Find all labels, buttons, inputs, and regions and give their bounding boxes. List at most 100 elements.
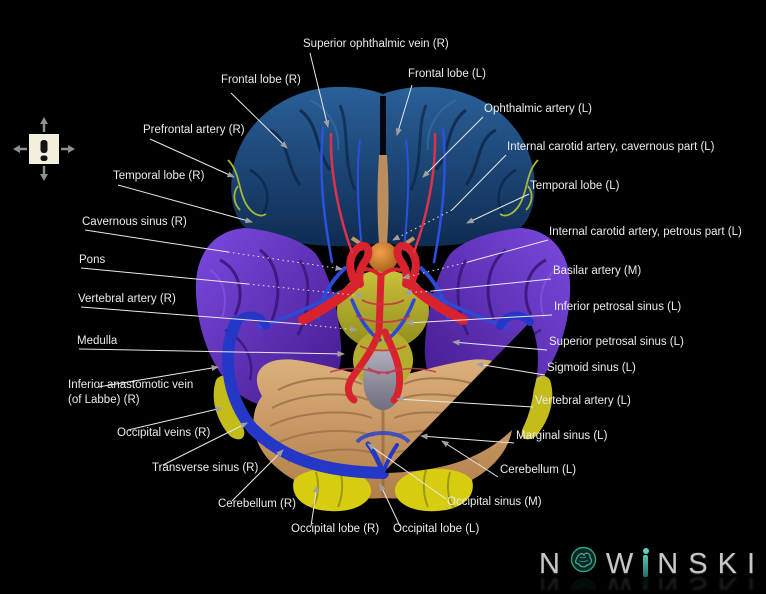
anatomy-label-internal-carotid-cavernous-l: Internal carotid artery, cavernous part … <box>507 141 715 153</box>
logo-letter: K <box>717 572 738 590</box>
leader-line-marginal-sinus-l <box>420 433 515 444</box>
anatomy-label-temporal-lobe-l: Temporal lobe (L) <box>530 180 620 192</box>
anatomy-label-occipital-lobe-r: Occipital lobe (R) <box>291 523 379 535</box>
anatomy-label-ophthalmic-artery-l: Ophthalmic artery (L) <box>484 103 592 115</box>
logo-letter: S <box>688 572 709 590</box>
logo-letter-i-accent <box>643 574 649 590</box>
label-group-inferior-petrosal-sinus-l: Inferior petrosal sinus (L) <box>406 301 681 326</box>
label-group-basilar-artery-m: Basilar artery (M) <box>404 265 641 296</box>
label-group-marginal-sinus-l: Marginal sinus (L) <box>420 430 608 444</box>
brain-art-group <box>195 85 572 513</box>
anatomy-label-medulla: Medulla <box>77 335 118 347</box>
anatomy-label-vertebral-artery-r: Vertebral artery (R) <box>78 293 176 305</box>
leader-line-internal-carotid-cavernous-l <box>451 154 507 211</box>
label-group-prefrontal-artery-r: Prefrontal artery (R) <box>143 124 245 178</box>
leader-line-inferior-anastomotic-vein-r <box>97 365 219 388</box>
leader-line-occipital-lobe-l <box>379 483 401 527</box>
anatomy-label-marginal-sinus-l: Marginal sinus (L) <box>516 430 608 442</box>
anatomy-label-occipital-veins-r: Occipital veins (R) <box>117 427 210 439</box>
leader-line-sigmoid-sinus-l <box>476 362 546 376</box>
label-group-superior-petrosal-sinus-l: Superior petrosal sinus (L) <box>452 336 684 351</box>
leader-line-frontal-lobe-r <box>230 92 288 149</box>
label-group-temporal-lobe-r: Temporal lobe (R) <box>113 170 253 224</box>
anatomy-label-cerebellum-r: Cerebellum (R) <box>218 498 296 510</box>
pan-up-arrow[interactable] <box>40 117 48 132</box>
anatomy-label-pons: Pons <box>79 254 105 266</box>
anatomy-label-transverse-sinus-r: Transverse sinus (R) <box>152 462 258 474</box>
leader-line-prefrontal-artery-r <box>149 138 235 178</box>
anatomy-label-cavernous-sinus-r: Cavernous sinus (R) <box>82 216 187 228</box>
label-group-temporal-lobe-l: Temporal lobe (L) <box>466 180 620 224</box>
leader-line-internal-carotid-petrous-l <box>467 239 549 263</box>
logo-letter-i-accent <box>643 555 649 577</box>
brain-o-icon <box>570 546 597 578</box>
logo-letter: S <box>688 548 709 580</box>
label-group-cavernous-sinus-r: Cavernous sinus (R) <box>82 216 343 272</box>
leader-line-superior-ophthalmic-vein-r <box>309 52 330 128</box>
logo-letter: I <box>746 572 756 590</box>
anatomy-label-occipital-lobe-l: Occipital lobe (L) <box>393 523 479 535</box>
anatomy-label-inferior-petrosal-sinus-l: Inferior petrosal sinus (L) <box>554 301 681 313</box>
leader-line-ophthalmic-artery-l <box>422 116 484 178</box>
pan-down-arrow[interactable] <box>40 166 48 181</box>
logo-letter: N <box>657 548 680 580</box>
logo-letter: W <box>605 548 635 580</box>
leader-line-vertebral-artery-l <box>396 396 534 408</box>
anatomy-label-temporal-lobe-r: Temporal lobe (R) <box>113 170 205 182</box>
logo-letter: N <box>538 548 561 580</box>
logo-letter: W <box>605 572 635 590</box>
leader-line-occipital-lobe-r <box>310 485 320 527</box>
label-group-sigmoid-sinus-l: Sigmoid sinus (L) <box>476 362 636 376</box>
label-group-internal-carotid-cavernous-l: Internal carotid artery, cavernous part … <box>392 141 715 241</box>
leader-line-cavernous-sinus-r <box>227 251 343 272</box>
leader-line-pons <box>80 267 249 285</box>
leader-line-pons <box>247 283 364 299</box>
label-group-cerebellum-l: Cerebellum (L) <box>441 440 576 478</box>
leader-line-internal-carotid-petrous-l <box>402 261 469 280</box>
label-group-pons: Pons <box>79 254 364 299</box>
anatomy-label-occipital-sinus-m: Occipital sinus (M) <box>447 496 542 508</box>
anatomy-label-inferior-anastomotic-vein-r-line2: (of Labbe) (R) <box>68 394 140 406</box>
anatomy-label-vertebral-artery-l: Vertebral artery (L) <box>535 395 631 407</box>
pan-left-arrow[interactable] <box>13 145 27 153</box>
anatomy-label-sigmoid-sinus-l: Sigmoid sinus (L) <box>547 362 636 374</box>
logo-letter: N <box>657 572 680 590</box>
logo-letter: I <box>746 548 756 580</box>
label-group-frontal-lobe-r: Frontal lobe (R) <box>221 74 301 149</box>
leader-line-basilar-artery-m <box>404 289 433 296</box>
leader-line-temporal-lobe-l <box>466 193 530 224</box>
label-group-vertebral-artery-l: Vertebral artery (L) <box>396 395 631 408</box>
anatomy-label-internal-carotid-petrous-l: Internal carotid artery, petrous part (L… <box>549 226 742 238</box>
leader-line-cerebellum-l <box>441 440 499 478</box>
orientation-indicator[interactable] <box>29 134 59 164</box>
logo-letter: N <box>538 572 561 590</box>
label-group-medulla: Medulla <box>77 335 345 357</box>
anatomy-label-superior-ophthalmic-vein-r: Superior ophthalmic vein (R) <box>303 38 449 50</box>
leader-line-medulla <box>78 348 345 357</box>
anatomy-label-inferior-anastomotic-vein-r: Inferior anastomotic vein <box>68 379 193 391</box>
label-group-occipital-lobe-l: Occipital lobe (L) <box>379 483 479 535</box>
leader-line-transverse-sinus-r <box>162 422 248 466</box>
leader-line-vertebral-artery-r <box>80 306 301 325</box>
anatomy-label-prefrontal-artery-r: Prefrontal artery (R) <box>143 124 245 136</box>
anatomy-label-basilar-artery-m: Basilar artery (M) <box>553 265 641 277</box>
label-group-occipital-veins-r: Occipital veins (R) <box>117 406 223 439</box>
leader-line-inferior-petrosal-sinus-l <box>406 314 553 326</box>
label-group-vertebral-artery-r: Vertebral artery (R) <box>78 293 358 333</box>
label-group-occipital-lobe-r: Occipital lobe (R) <box>291 485 379 535</box>
label-group-occipital-sinus-m: Occipital sinus (M) <box>367 443 542 508</box>
orientation-widget[interactable] <box>11 116 77 189</box>
leader-line-occipital-sinus-m <box>367 443 447 500</box>
pan-right-arrow[interactable] <box>61 145 75 153</box>
anatomy-label-frontal-lobe-r: Frontal lobe (R) <box>221 74 301 86</box>
anatomy-label-cerebellum-l: Cerebellum (L) <box>500 464 576 476</box>
anatomy-label-frontal-lobe-l: Frontal lobe (L) <box>408 68 486 80</box>
label-group-frontal-lobe-l: Frontal lobe (L) <box>395 68 486 136</box>
leader-line-cerebellum-r <box>231 449 284 502</box>
